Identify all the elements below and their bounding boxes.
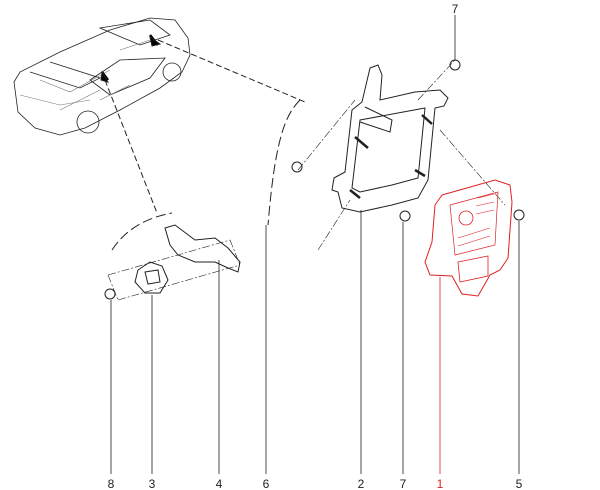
part-ecu-module (424, 179, 513, 297)
callout-7: 7 (399, 477, 407, 490)
leader-lines (110, 15, 520, 474)
part-ecu-bracket (331, 64, 449, 213)
part-sensor-bracket (134, 224, 241, 294)
callout-2: 2 (357, 477, 365, 490)
callout-8: 8 (107, 477, 115, 490)
callout-1-highlighted: 1 (436, 477, 444, 490)
callout-6: 6 (262, 477, 270, 490)
callout-5: 5 (515, 477, 523, 490)
callout-7-top: 7 (451, 2, 459, 16)
assembly-lines (107, 59, 506, 301)
callout-4: 4 (215, 477, 223, 490)
dashed-pointers (104, 39, 306, 251)
callout-3: 3 (148, 477, 156, 490)
nuts (104, 59, 525, 300)
